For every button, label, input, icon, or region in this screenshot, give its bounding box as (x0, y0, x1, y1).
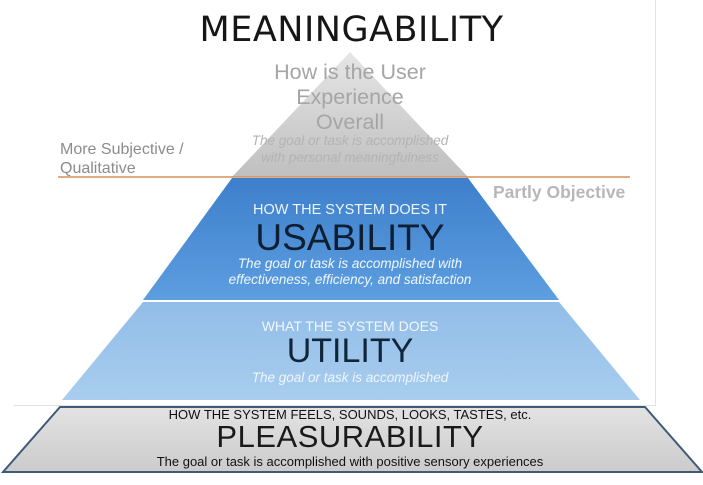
subjective-note-line: More Subjective / (60, 141, 184, 158)
usability-description-line: effectiveness, efficiency, and satisfact… (228, 272, 472, 287)
image-frame-bottom (14, 405, 656, 406)
pleasurability-subtitle: HOW THE SYSTEM FEELS, SOUNDS, LOOKS, TAS… (168, 407, 532, 422)
pleasurability-description: The goal or task is accomplished with po… (156, 454, 544, 469)
utility-subtitle: WHAT THE SYSTEM DOES (261, 318, 439, 334)
utility-label: UTILITY (286, 332, 414, 370)
usability-label: USABILITY (255, 217, 445, 258)
image-frame-right (655, 0, 656, 405)
meaningability-question-line: Overall (315, 110, 385, 134)
meaningability-tier (232, 52, 468, 177)
usability-tier (143, 178, 559, 300)
usability-description: The goal or task is accomplished with ef… (150, 256, 550, 288)
meaningability-question-line: Experience (296, 85, 404, 109)
diagram-title: MEANINGABILITY (199, 10, 504, 50)
objective-note: Partly Objective (493, 182, 626, 202)
meaningability-question-line: How is the User (274, 60, 426, 84)
utility-description: The goal or task is accomplished (251, 370, 449, 385)
usability-description-line: The goal or task is accomplished with (237, 256, 463, 271)
meaningability-question: How is the User Experience Overall (200, 60, 500, 135)
pleasurability-label: PLEASURABILITY (216, 419, 484, 454)
pleasurability-tier (0, 406, 703, 473)
meaningability-description-line: with personal meaningfulness (261, 150, 439, 165)
meaningability-description: The goal or task is accomplished with pe… (200, 132, 500, 166)
usability-subtitle: HOW THE SYSTEM DOES IT (253, 202, 447, 218)
utility-tier (62, 302, 640, 400)
meaningability-description-line: The goal or task is accomplished (251, 133, 449, 148)
subjective-note: More Subjective / Qualitative (60, 140, 184, 178)
subjective-note-line: Qualitative (60, 160, 136, 177)
